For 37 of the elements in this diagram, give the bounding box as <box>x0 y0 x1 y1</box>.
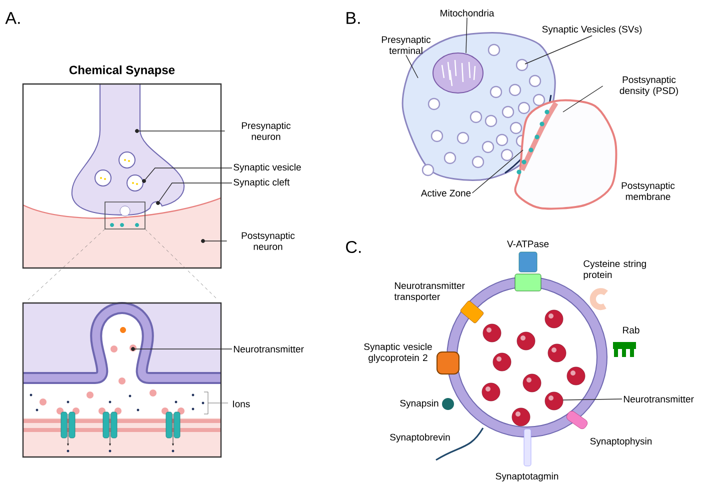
leader-line <box>144 168 232 180</box>
part-label: Presynaptic neuron <box>242 122 291 140</box>
part-label: Synapsin <box>400 400 438 408</box>
part-label: Synaptotagmin <box>496 472 558 482</box>
part-label: Postsynaptic neuron <box>242 232 295 250</box>
part-label: Neurotransmitter <box>624 396 694 402</box>
panel-letter: C. <box>346 240 361 254</box>
leader-line <box>524 35 592 64</box>
panel-letter: B. <box>346 12 360 24</box>
part-label: Neurotransmitter transporter <box>394 282 465 302</box>
part-label: Presynaptic terminal <box>382 36 431 54</box>
part-label: Synaptobrevin <box>390 434 450 442</box>
part-label: Synaptic vesicle glycoprotein 2 <box>364 343 432 363</box>
part-label: Synaptophysin <box>590 438 652 446</box>
panel-letter: A. <box>5 12 20 24</box>
leader-line <box>472 150 524 194</box>
leader-line <box>158 182 232 202</box>
part-label: Ions <box>233 400 250 408</box>
leader-line <box>466 17 468 54</box>
leader-line <box>562 398 622 400</box>
part-label: Synaptic Vesicles (SVs) <box>542 26 642 34</box>
leader-line <box>562 86 604 112</box>
part-label: Mitochondria <box>440 10 494 16</box>
part-label: Cysteine string protein <box>584 260 646 280</box>
leader-line <box>138 130 226 132</box>
part-label: Synaptic cleft <box>234 178 290 188</box>
part-label: Neurotransmitter <box>234 346 304 352</box>
part-label: V-ATPase <box>507 240 549 248</box>
part-label: Synaptic vesicle <box>234 164 301 172</box>
part-label: Postsynaptic density (PSD) <box>620 76 678 96</box>
leader-line <box>134 348 232 350</box>
part-label: Active Zone <box>420 190 471 196</box>
leader-line <box>406 54 418 78</box>
panel-title: Chemical Synapse <box>69 65 175 77</box>
part-label: Postsynaptic membrane <box>622 182 675 200</box>
part-label: Rab <box>623 326 640 334</box>
leader-line <box>204 240 228 242</box>
